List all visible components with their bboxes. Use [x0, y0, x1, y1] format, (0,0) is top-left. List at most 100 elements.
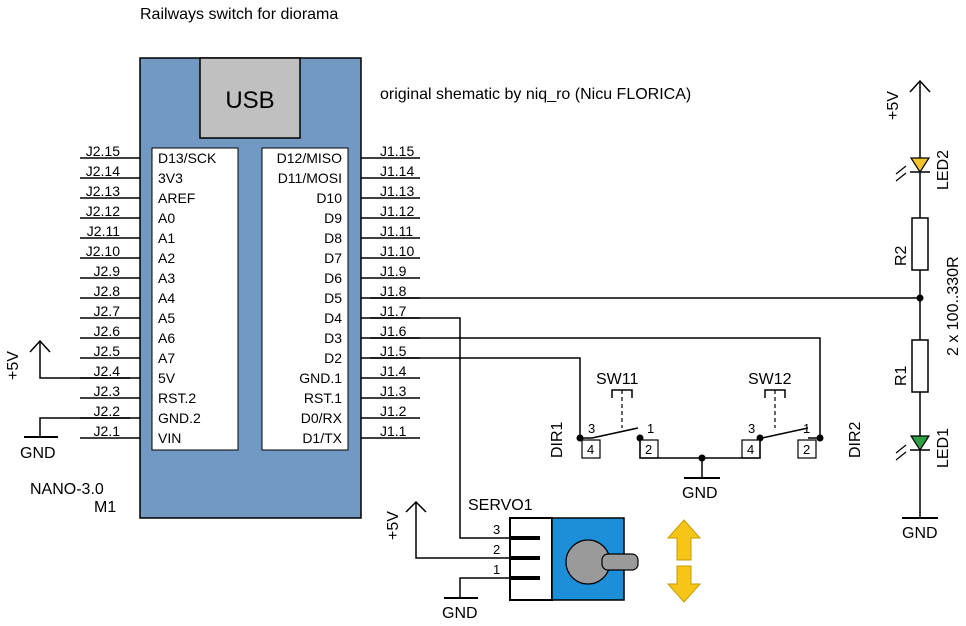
switch-sw11: SW11 3 1 4 2 DIR1: [549, 371, 659, 459]
board-name: NANO-3.0: [30, 481, 104, 498]
j2-pin-label: J2.8: [94, 283, 121, 299]
switch-lever-icon: [761, 427, 809, 439]
j1-pin-label: J1.13: [380, 183, 414, 199]
dir2-label: DIR2: [847, 421, 864, 458]
j2-pin-label: J2.4: [94, 363, 121, 379]
right-pin-name: D3: [324, 330, 342, 346]
led-column: +5V LED2 R2 2 x 100..330R R1 LED1 GND: [885, 79, 962, 542]
r2-resistor: [911, 217, 929, 271]
sw11-label: SW11: [596, 371, 638, 388]
dir1-label: DIR1: [549, 421, 566, 458]
right-pin-name: D6: [324, 270, 342, 286]
sw12-pin1: 1: [803, 421, 810, 436]
right-pin-name: D12/MISO: [277, 150, 342, 166]
light-rays-icon: [895, 444, 907, 461]
j1-pin-label: J1.7: [380, 303, 407, 319]
left-pin-name: GND.2: [158, 410, 201, 426]
wire-d4-servo: [370, 317, 510, 539]
signal-wires: [370, 297, 920, 539]
left-pin-name: VIN: [158, 430, 181, 446]
right-pin-name: D2: [324, 350, 342, 366]
left-pin-panel: [151, 147, 239, 451]
board-ref: M1: [94, 499, 116, 516]
left-pin-name: D13/SCK: [158, 150, 217, 166]
left-power-wiring: +5V GND: [5, 339, 130, 462]
led2-icon: [909, 157, 931, 174]
j1-pin-label: J1.10: [380, 243, 414, 259]
gnd-label-left: GND: [20, 445, 56, 462]
j2-pin-label: J2.10: [86, 243, 120, 259]
sw11-pin4: 4: [587, 442, 594, 457]
usb-connector: [199, 57, 301, 139]
right-pin-name: RST.1: [304, 390, 342, 406]
j2-pin-label: J2.11: [87, 223, 120, 239]
left-pin-name: A5: [158, 310, 175, 326]
right-pin-name: D0/RX: [301, 410, 343, 426]
sw11-pin3: 3: [588, 421, 595, 436]
j1-pin-label: J1.11: [380, 223, 413, 239]
led2-label: LED2: [935, 150, 952, 190]
servo-label: SERVO1: [468, 497, 533, 514]
servo-pin2: 2: [493, 542, 500, 557]
right-pin-name: GND.1: [299, 370, 342, 386]
light-rays-icon: [895, 165, 907, 182]
vcc-label-right: +5V: [885, 91, 902, 120]
left-pin-name: A6: [158, 330, 175, 346]
sw12-pin4: 4: [747, 442, 754, 457]
j2-pin-label: J2.6: [94, 323, 121, 339]
switch-sw12: SW12 3 1 4 2 DIR2: [741, 371, 864, 459]
servo-horn-icon: [601, 553, 639, 571]
sw12-pin3: 3: [748, 421, 755, 436]
j2-pin-label: J2.9: [94, 263, 121, 279]
j1-pin-label: J1.14: [380, 163, 414, 179]
gnd-label-led: GND: [902, 525, 938, 542]
j2-pin-label: J2.3: [94, 383, 121, 399]
j1-pin-label: J1.6: [380, 323, 407, 339]
servo: SERVO1 +5V GND 3 2 1: [385, 497, 639, 622]
left-pin-name: A0: [158, 210, 175, 226]
j1-pin-label: J1.5: [380, 343, 407, 359]
right-pin-name: D1/TX: [302, 430, 342, 446]
left-pin-name: RST.2: [158, 390, 196, 406]
right-pin-name: D7: [324, 250, 342, 266]
led1-label: LED1: [935, 428, 952, 468]
vcc-label-left: +5V: [5, 351, 22, 380]
j1-pin-label: J1.4: [380, 363, 407, 379]
vcc-label-servo: +5V: [385, 511, 402, 540]
right-pin-name: D5: [324, 290, 342, 306]
j2-pin-label: J2.13: [86, 183, 120, 199]
r1-resistor: [911, 339, 929, 393]
switch-ground: GND: [639, 438, 761, 502]
resistor-value: 2 x 100..330R: [945, 256, 962, 356]
wire-d2-dir1: [370, 357, 581, 438]
direction-arrows-icon: [666, 519, 702, 603]
j1-pin-label: J1.12: [380, 203, 414, 219]
servo-pin1: 1: [493, 562, 500, 577]
vcc-arrow-icon: [29, 339, 51, 353]
j1-pin-label: J1.9: [380, 263, 407, 279]
j2-header: J2.15J2.14J2.13J2.12J2.11J2.10J2.9J2.8J2…: [80, 143, 140, 439]
diagram-title: Railways switch for diorama: [140, 6, 338, 23]
j1-header: J1.15J1.14J1.13J1.12J1.11J1.10J1.9J1.8J1…: [361, 143, 420, 439]
j2-pin-label: J2.2: [94, 403, 121, 419]
right-pin-names: D12/MISOD11/MOSID10D9D8D7D6D5D4D3D2GND.1…: [277, 150, 343, 446]
j1-pin-label: J1.2: [380, 403, 407, 419]
nano-board: USB D13/SCK3V3AREFA0A1A2A3A4A5A6A75VRST.…: [30, 57, 420, 519]
left-pin-names: D13/SCK3V3AREFA0A1A2A3A4A5A6A75VRST.2GND…: [158, 150, 217, 446]
j1-pin-label: J1.1: [380, 423, 407, 439]
right-pin-name: D9: [324, 210, 342, 226]
sw11-pin1: 1: [647, 421, 654, 436]
sw12-pin2: 2: [803, 442, 810, 457]
wire-d3-dir2: [370, 337, 821, 438]
right-pin-panel: [261, 147, 349, 451]
r2-label: R2: [893, 245, 910, 266]
servo-pin3: 3: [493, 522, 500, 537]
sw11-pin2: 2: [645, 442, 652, 457]
j2-pin-label: J2.14: [86, 163, 120, 179]
left-pin-name: 3V3: [158, 170, 183, 186]
left-pin-name: A1: [158, 230, 175, 246]
credit-text: original shematic by niq_ro (Nicu FLORIC…: [380, 86, 691, 103]
right-pin-name: D10: [316, 190, 342, 206]
j2-pin-label: J2.12: [86, 203, 120, 219]
usb-label: USB: [225, 87, 274, 114]
